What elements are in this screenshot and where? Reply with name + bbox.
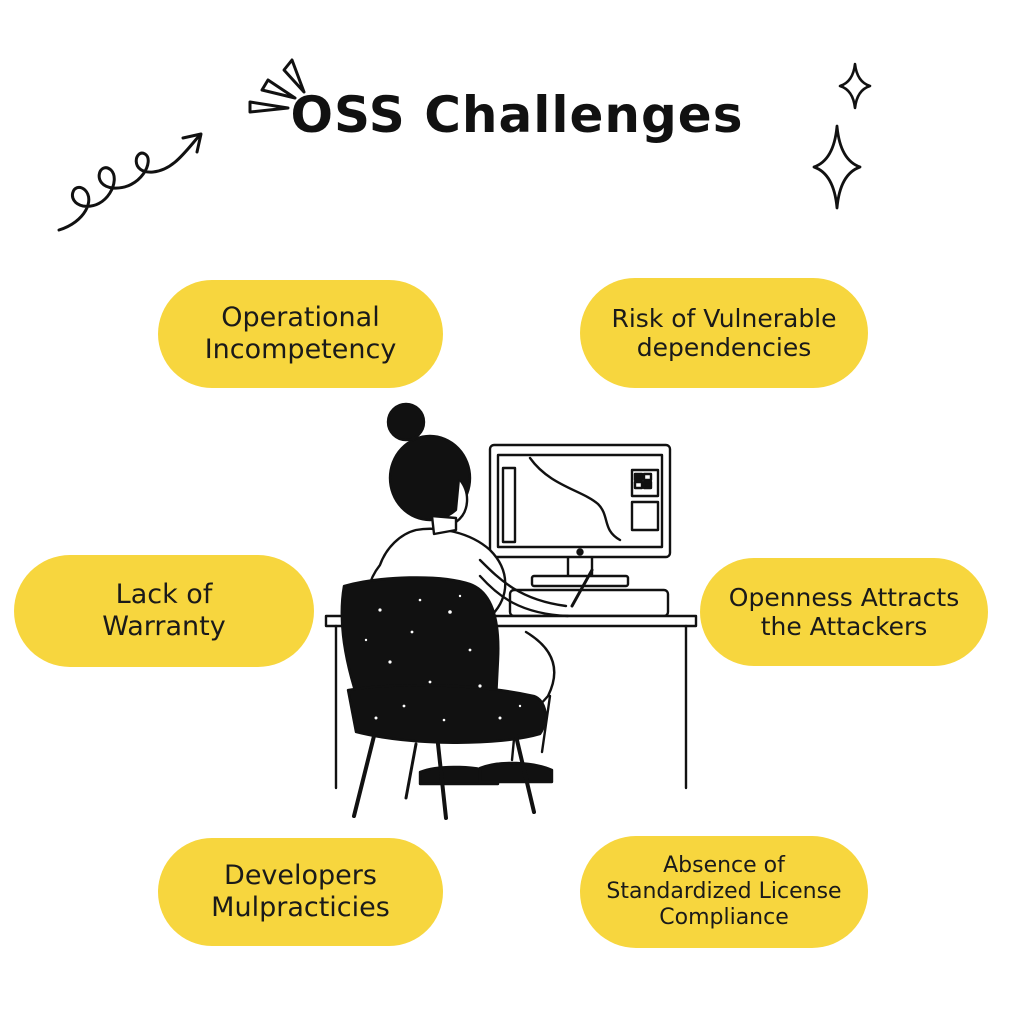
- page-title: OSS Challenges: [290, 86, 744, 144]
- challenge-line: Lack of: [115, 579, 213, 611]
- challenge-line: Standardized License: [606, 879, 842, 905]
- challenge-line: Warranty: [102, 611, 226, 642]
- challenge-line: Openness Attracts: [728, 582, 960, 612]
- challenge-lack-of-warranty: Lack of Warranty: [14, 555, 314, 667]
- challenge-line: Mulpracticies: [211, 892, 390, 923]
- challenge-license-compliance: Absence of Standardized License Complian…: [580, 836, 868, 948]
- challenge-line: Compliance: [659, 904, 789, 930]
- loop-arrow-icon: [57, 132, 203, 232]
- challenge-line: Absence of: [663, 853, 785, 879]
- woman-at-computer-illustration: [324, 402, 698, 820]
- challenge-line: Risk of Vulnerable: [611, 303, 837, 333]
- challenge-openness-attracts-attackers: Openness Attracts the Attackers: [700, 558, 988, 666]
- challenge-line: Incompetency: [204, 334, 397, 365]
- challenge-line: Operational: [221, 302, 380, 334]
- challenge-developers-malpractices: Developers Mulpracticies: [158, 838, 443, 946]
- challenge-line: Developers: [224, 860, 377, 892]
- challenge-vulnerable-dependencies: Risk of Vulnerable dependencies: [580, 278, 868, 388]
- burst-lines-icon: [248, 58, 306, 114]
- challenge-line: dependencies: [636, 333, 812, 362]
- challenge-operational-incompetency: Operational Incompetency: [158, 280, 443, 388]
- sparkle-small-icon: [838, 62, 872, 110]
- sparkle-large-icon: [812, 124, 862, 210]
- challenge-line: the Attackers: [760, 612, 928, 641]
